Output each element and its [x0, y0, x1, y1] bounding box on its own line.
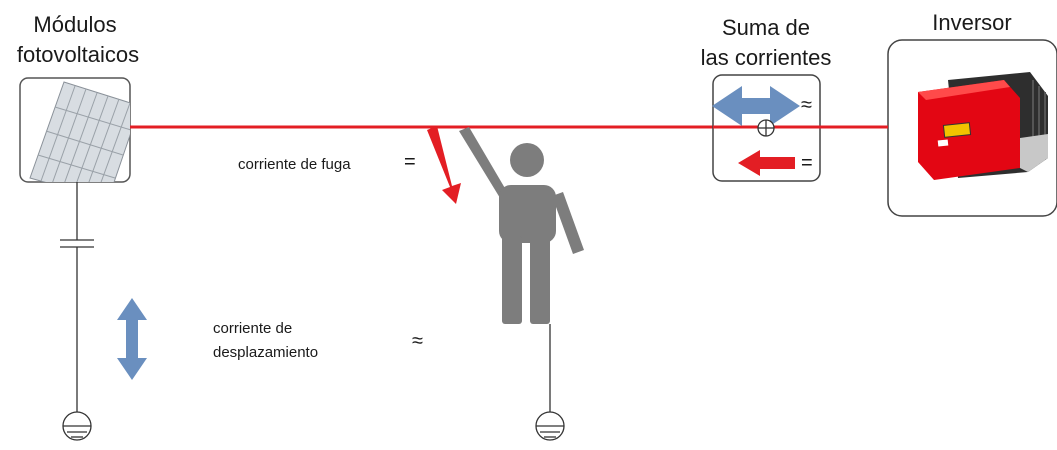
- displacement-ac-symbol: ≈: [412, 330, 423, 352]
- inverter-icon: [918, 72, 1048, 180]
- sum-node-icon: [757, 119, 775, 137]
- pv-ground-path: [60, 182, 94, 412]
- dc-arrow-icon: [738, 150, 795, 176]
- displacement-current-label-line2: desplazamiento: [213, 344, 319, 361]
- sum-box-ac-symbol: ≈: [801, 94, 812, 116]
- ground-symbol-icon: [535, 411, 565, 441]
- person-icon: [459, 127, 584, 324]
- leakage-current-label: corriente de fuga: [238, 156, 351, 173]
- pv-modules-title-line2: fotovoltaicos: [16, 42, 140, 67]
- displacement-current-label-line1: corriente de: [213, 320, 293, 337]
- ac-double-arrow-icon: [712, 86, 800, 126]
- inverter-title: Inversor: [932, 10, 1012, 35]
- pv-module-icon: [19, 77, 131, 183]
- current-sum-title-line2: las corrientes: [700, 45, 832, 70]
- current-sum-title-line1: Suma de: [721, 15, 811, 40]
- leakage-arrow-icon: [427, 126, 461, 204]
- ground-symbol-icon: [62, 411, 92, 441]
- displacement-arrow-icon: [117, 298, 147, 380]
- leakage-dc-symbol: =: [404, 151, 416, 173]
- pv-modules-title-line1: Módulos: [33, 12, 117, 37]
- sum-box-dc-symbol: =: [801, 152, 813, 174]
